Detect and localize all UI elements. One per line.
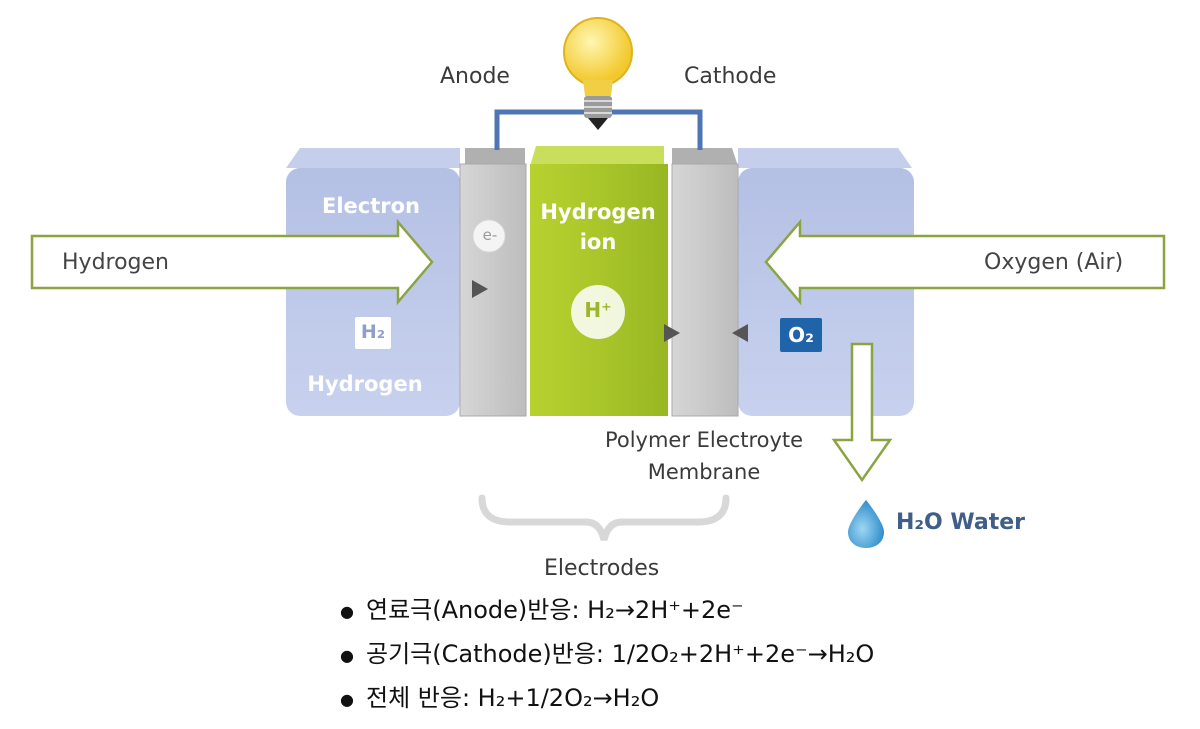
anode-reaction-text: 연료극(Anode)반응: H₂→2H⁺+2e⁻	[366, 596, 744, 624]
electron-label: Electron	[321, 194, 420, 218]
water-drop-icon	[848, 500, 884, 548]
anode-label: Anode	[440, 64, 510, 89]
light-bulb-icon	[563, 17, 633, 130]
electron-symbol: e-	[482, 226, 498, 244]
oxygen-flow-arrow-icon	[732, 324, 748, 342]
electron-icon	[472, 219, 506, 253]
hydrogen-ion-label-line1: Hydrogen	[540, 200, 656, 224]
o2-badge-text: O₂	[788, 323, 814, 347]
oxygen-input-arrow	[764, 218, 1166, 306]
h2-badge-text: H₂	[360, 321, 386, 343]
membrane-label-line2: Membrane	[647, 460, 761, 484]
hydrogen-input-arrow	[30, 218, 434, 306]
polymer-electrolyte-membrane	[530, 146, 668, 416]
hydrogen-ion-icon	[571, 285, 625, 339]
ion-flow-arrow-icon	[664, 324, 680, 342]
cathode-reaction-equation: ● 공기극(Cathode)반응: 1/2O₂+2H⁺+2e⁻→H₂O	[340, 632, 874, 676]
h2-badge-icon	[355, 317, 391, 349]
bullet-icon: ●	[340, 689, 354, 709]
cathode-label: Cathode	[684, 64, 777, 89]
water-output-arrow	[831, 342, 893, 483]
water-label: H₂O Water	[896, 510, 1026, 535]
oxygen-input-label: Oxygen (Air)	[984, 250, 1124, 275]
electrodes-brace	[478, 494, 730, 541]
membrane-label-line1: Polymer Electroyte	[604, 428, 804, 452]
h-plus-symbol: H⁺	[584, 298, 612, 322]
reaction-equations-list: ● 연료극(Anode)반응: H₂→2H⁺+2e⁻ ● 공기극(Cathode)반…	[340, 588, 874, 720]
electrodes-label: Electrodes	[544, 556, 660, 581]
overall-reaction-equation: ● 전체 반응: H₂+1/2O₂→H₂O	[340, 676, 874, 720]
bullet-icon: ●	[340, 601, 354, 621]
hydrogen-input-label: Hydrogen	[62, 250, 169, 275]
electron-flow-arrow-icon	[472, 280, 488, 298]
anode-electrode	[459, 148, 527, 417]
hydrogen-ion-label-line2: ion	[579, 230, 617, 254]
cathode-reaction-text: 공기극(Cathode)반응: 1/2O₂+2H⁺+2e⁻→H₂O	[366, 640, 875, 668]
bullet-icon: ●	[340, 645, 354, 665]
cathode-electrode	[671, 148, 739, 417]
anode-reaction-equation: ● 연료극(Anode)반응: H₂→2H⁺+2e⁻	[340, 588, 874, 632]
o2-badge-icon	[780, 318, 822, 352]
overall-reaction-text: 전체 반응: H₂+1/2O₂→H₂O	[366, 684, 660, 712]
anode-gas-chamber	[286, 148, 460, 416]
hydrogen-side-label: Hydrogen	[307, 372, 423, 396]
